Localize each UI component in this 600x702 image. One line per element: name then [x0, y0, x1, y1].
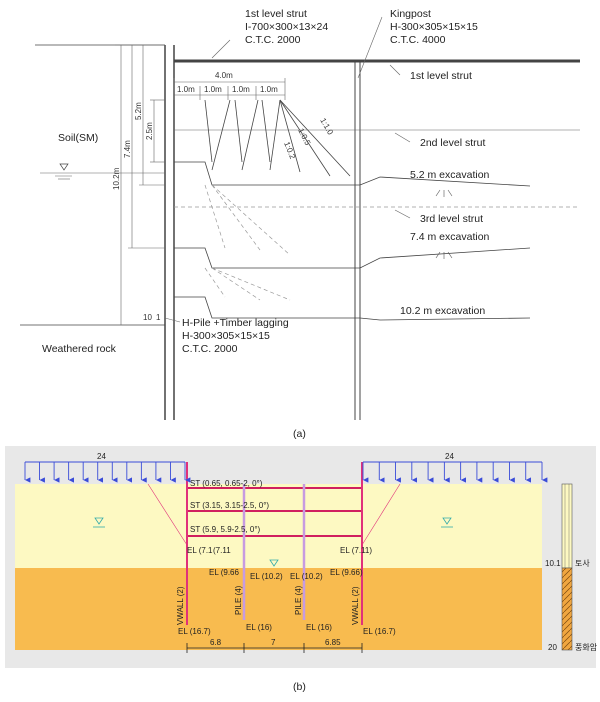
soil-legend-column — [561, 483, 573, 651]
strut1-r-leader — [389, 64, 401, 76]
vwall-left-label: VWALL (2) — [176, 586, 185, 625]
dim-6-85: 6.85 — [325, 638, 341, 647]
load-left-value: 24 — [97, 452, 106, 461]
exc2-label: 7.4 m excavation — [410, 231, 490, 243]
strut1-right-label: 1st level strut — [410, 70, 472, 82]
left-dimensions: 10.2m 7.4m 5.2m 2.5m — [112, 44, 165, 325]
strut1-title: 1st level strut — [245, 8, 307, 20]
el-left-upper: EL (7.1 — [187, 546, 213, 555]
dim-seg-3: 1.0m — [232, 85, 250, 94]
ground-hatch-marks — [435, 189, 453, 259]
ratio-1-02: 1:0.2 — [282, 140, 297, 160]
excavation-step-3 — [174, 296, 531, 321]
excavation-step-2 — [174, 247, 531, 269]
kingpost-section: H-300×305×15×15 — [390, 21, 478, 33]
el-mid-left: EL (9.66 — [209, 568, 239, 577]
dim-10-2m: 10.2m — [112, 167, 121, 190]
hpile-section: H-300×305×15×15 — [182, 330, 270, 342]
el-left-upper-2: (7.11 — [213, 546, 231, 555]
strut2-leader — [394, 132, 411, 143]
panel-a: 4.0m 1.0m 1.0m 1.0m 1.0m 1:1.0 1:0.5 1:0… — [20, 8, 580, 440]
soil-layer-lower — [15, 568, 542, 650]
el-mid-right: EL (9.66) — [330, 568, 363, 577]
dim-seg-1: 1.0m — [177, 85, 195, 94]
strut-label-3: ST (5.9, 5.9-2.5, 0°) — [190, 525, 261, 534]
el-left-bottom: EL (16.7) — [178, 627, 211, 636]
load-arrows — [24, 462, 548, 483]
strut1-leader — [211, 39, 231, 59]
exc1-label: 5.2 m excavation — [410, 169, 490, 181]
dim-10: 10 — [143, 313, 152, 322]
dim-6-8: 6.8 — [210, 638, 222, 647]
el-right-upper: EL (7.11) — [340, 546, 372, 555]
kingpost-leader — [357, 16, 383, 79]
strut2-label: 2nd level strut — [420, 137, 485, 149]
top-dimensions: 4.0m 1.0m 1.0m 1.0m 1.0m — [173, 71, 286, 100]
excavation-step-1 — [174, 161, 531, 187]
strut3-leader — [394, 209, 411, 219]
caption-b: (b) — [293, 681, 306, 693]
kingpost-title: Kingpost — [390, 8, 431, 20]
kingpost-ctc: C.T.C. 4000 — [390, 34, 446, 46]
ratio-1-1: 1:1.0 — [318, 117, 335, 137]
exc3-label: 10.2 m excavation — [400, 305, 485, 317]
strut-label-1: ST (0.65, 0.65-2, 0°) — [190, 479, 263, 488]
pile-right-label: PILE (4) — [294, 585, 303, 615]
strut1-section: I-700×300×13×24 — [245, 21, 328, 33]
water-marks — [93, 517, 453, 567]
strut3-label: 3rd level strut — [420, 213, 483, 225]
bottom-dimensions — [186, 643, 363, 653]
legend-el-1: 10.1 — [545, 559, 561, 568]
dim-7-4m: 7.4m — [123, 140, 132, 158]
el-mid-center-1: EL (10.2) — [250, 572, 283, 581]
dim-5-2m: 5.2m — [134, 102, 143, 120]
hpile-leader — [164, 317, 181, 323]
dim-1: 1 — [156, 313, 161, 322]
hpile-title: H-Pile +Timber lagging — [182, 317, 289, 329]
dim-seg-2: 1.0m — [204, 85, 222, 94]
rock-label: Weathered rock — [42, 343, 117, 355]
dim-4m: 4.0m — [215, 71, 233, 80]
legend-el-2: 20 — [548, 643, 557, 652]
vwall-right-label: VWALL (2) — [351, 586, 360, 625]
water-table-icon — [55, 163, 72, 180]
legend-name-2: 풍화암 — [575, 642, 598, 652]
el-right-bottom: EL (16.7) — [363, 627, 396, 636]
hpile-ctc: C.T.C. 2000 — [182, 343, 238, 355]
excavation-zone — [187, 484, 362, 568]
strut-label-2: ST (3.15, 3.15-2.5, 0°) — [190, 501, 269, 510]
el-pile-left-bottom: EL (16) — [246, 623, 272, 632]
pile-left-label: PILE (4) — [234, 585, 243, 615]
slope-left — [147, 483, 188, 546]
strut1-ctc: C.T.C. 2000 — [245, 34, 301, 46]
dim-seg-4: 1.0m — [260, 85, 278, 94]
dim-2-5m: 2.5m — [145, 122, 154, 140]
el-mid-center-2: EL (10.2) — [290, 572, 323, 581]
caption-a: (a) — [293, 428, 306, 440]
soil-label: Soil(SM) — [58, 132, 98, 144]
slope-right — [361, 483, 401, 546]
legend-name-1: 토사 — [575, 559, 590, 568]
panel-b: 24 24 ST (0.65, 0.65-2, 0°) ST (3.15, 3.… — [5, 446, 598, 693]
dim-7: 7 — [271, 638, 276, 647]
slope-lines — [204, 99, 351, 301]
load-right-value: 24 — [445, 452, 454, 461]
el-pile-right-bottom: EL (16) — [306, 623, 332, 632]
